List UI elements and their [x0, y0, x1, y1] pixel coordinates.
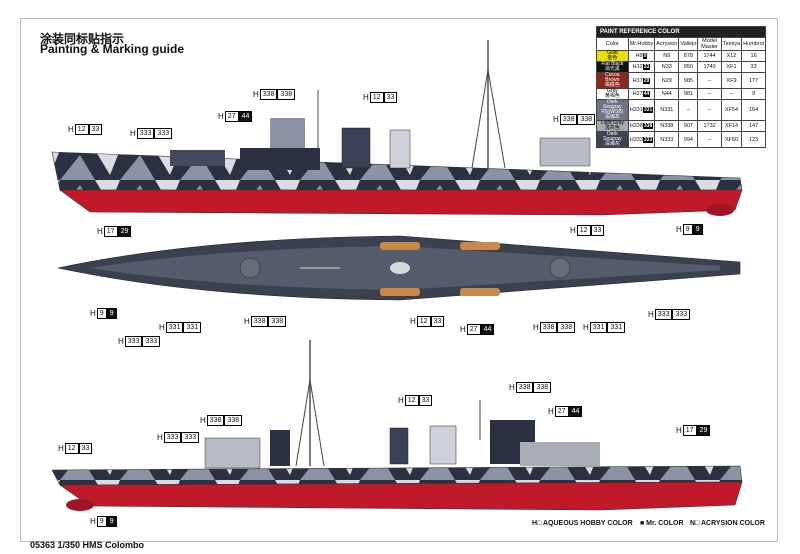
product-code-title: 05363 1/350 HMS Colombo: [30, 540, 145, 550]
title-chinese: 涂装同标贴指示: [40, 32, 125, 46]
legend-acrysion: N□ ACRYSION COLOR: [690, 520, 765, 527]
side-view-port: [51, 340, 743, 511]
column-header: Mr.Hobby: [627, 37, 656, 51]
column-header: Color: [596, 37, 629, 51]
column-header: Acrysion: [654, 37, 680, 51]
legend-mr-color: ■ Mr. COLOR: [640, 520, 684, 527]
mr-hobby-code: H2744: [627, 88, 656, 100]
sheet-border: [20, 18, 778, 542]
paint-reference-table: PAINT REFERENCE COLOR Color Mr.Hobby Acr…: [596, 26, 766, 148]
column-header: Tamiya: [720, 37, 743, 51]
tamiya-code: XF1: [720, 61, 743, 73]
tamiya-code: XF9: [720, 72, 743, 89]
side-view-starboard: [51, 40, 743, 216]
color-swatch: Dark Seagray RN(WSB)深海灰: [596, 99, 629, 121]
column-header: Vallejo: [678, 37, 699, 51]
tamiya-code: XF50: [720, 131, 743, 148]
humbrol-code: 123: [741, 131, 766, 148]
legend-aqueous: H□ AQUEOUS HOBBY COLOR: [532, 520, 633, 527]
top-view: [57, 235, 741, 301]
title-english: Painting & Marking guide: [40, 42, 185, 56]
